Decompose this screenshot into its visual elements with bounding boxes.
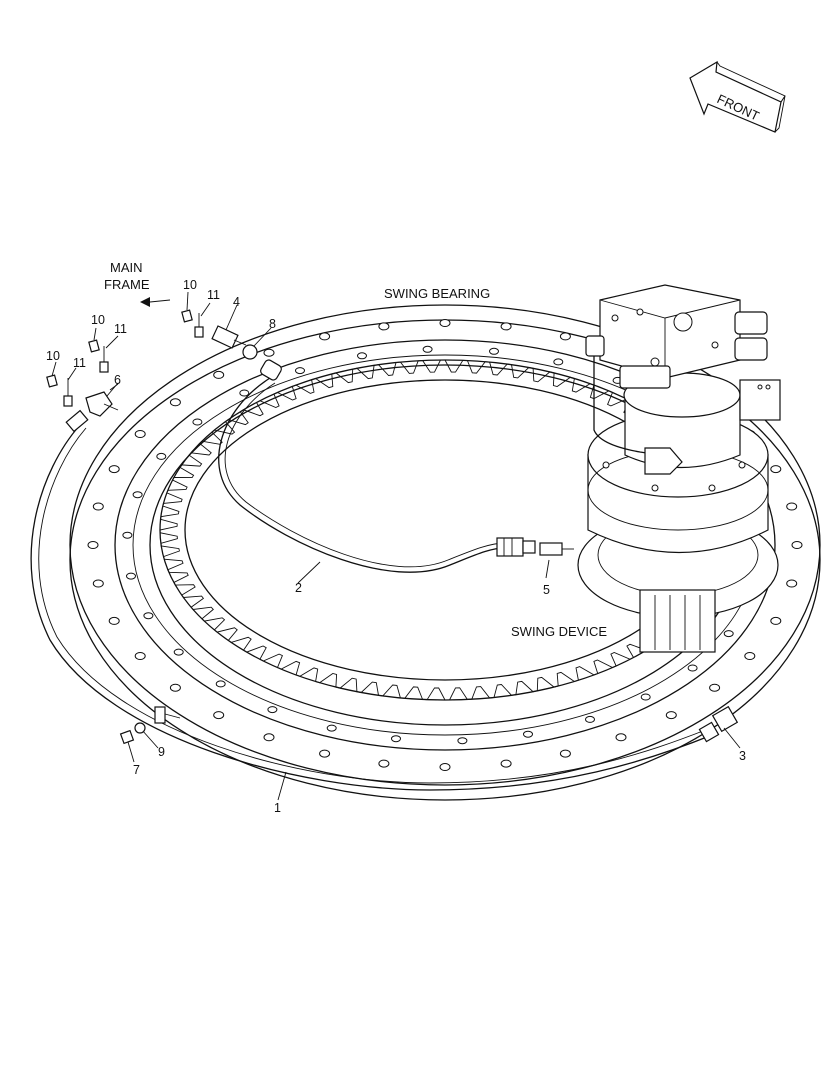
bolt-hole <box>665 711 677 720</box>
bolt-hole <box>263 733 275 742</box>
bolt-hole <box>87 541 99 549</box>
bolt-hole <box>143 612 154 620</box>
callout-3: 3 <box>739 749 746 763</box>
callout-9: 9 <box>158 745 165 759</box>
callout-10-a: 10 <box>46 349 60 363</box>
callout-4: 4 <box>233 295 240 309</box>
bolt-hole <box>500 759 512 768</box>
bolt-hole <box>122 531 133 539</box>
bolt-hole <box>295 367 305 375</box>
grease-nipple-group-left <box>46 339 109 407</box>
bolt-hole <box>134 430 146 438</box>
bolt-hole <box>213 370 225 379</box>
bolt-hole <box>108 465 120 474</box>
swing-bearing-label: SWING BEARING <box>384 286 490 301</box>
bolt-hole <box>439 319 451 327</box>
bolt-hole <box>786 579 798 588</box>
swing-device <box>577 284 781 653</box>
bolt-hole <box>615 733 627 742</box>
bolt-hole <box>92 502 104 511</box>
bolt-hole <box>169 398 181 407</box>
bolt-hole <box>267 706 278 714</box>
adapter-5 <box>539 542 574 579</box>
bolt-hole <box>326 724 337 732</box>
bolt-hole <box>173 648 184 656</box>
bolt-hole <box>213 711 225 720</box>
bolt-hole <box>319 332 331 341</box>
bolt-hole <box>770 616 782 625</box>
bolt-hole <box>263 348 275 357</box>
bolt-hole <box>215 680 226 688</box>
swing-device-label: SWING DEVICE <box>511 624 607 639</box>
callout-11-c: 11 <box>207 288 220 302</box>
main-frame-label-line1: MAIN <box>110 260 143 275</box>
elbow-8 <box>242 344 282 381</box>
bolt-hole <box>134 652 146 660</box>
fitting-4 <box>211 325 247 349</box>
bolt-hole <box>132 491 143 499</box>
bolt-hole <box>156 452 167 460</box>
main-frame-label-line2: FRAME <box>104 277 150 292</box>
bolt-hole <box>92 579 104 588</box>
callout-5: 5 <box>543 583 550 597</box>
bolt-hole <box>791 541 803 549</box>
front-arrow-icon: FRONT <box>689 60 786 133</box>
bolt-hole <box>357 352 367 360</box>
bolt-hole <box>319 749 331 758</box>
bolt-hole <box>585 715 595 723</box>
bolt-hole <box>523 730 533 738</box>
leader-lines <box>51 291 741 801</box>
bolt-hole <box>378 759 390 768</box>
bolt-hole <box>489 347 499 355</box>
grease-nipple-group-top <box>181 309 204 338</box>
bolt-hole <box>391 735 401 743</box>
bolt-hole <box>439 763 451 771</box>
bolt-hole <box>378 322 390 331</box>
callout-11-b: 11 <box>114 322 127 336</box>
bolt-hole <box>687 664 698 672</box>
bolt-hole <box>744 652 756 660</box>
bolt-hole <box>457 737 468 745</box>
bolt-hole <box>126 572 136 580</box>
callout-10-c: 10 <box>183 278 197 292</box>
bolt-hole <box>422 345 433 353</box>
bolt-hole <box>108 616 120 625</box>
bolt-hole <box>786 502 798 511</box>
callout-1: 1 <box>274 801 281 815</box>
bolt-hole <box>559 749 571 758</box>
bolt-hole <box>239 389 250 397</box>
bolt-hole <box>770 465 782 474</box>
callout-6: 6 <box>114 373 121 387</box>
hose-1 <box>30 409 739 791</box>
bolt-hole <box>709 683 721 692</box>
callout-11-a: 11 <box>73 356 86 370</box>
bolt-hole <box>723 630 734 638</box>
tee-fitting-6 <box>85 383 119 417</box>
bolt-hole <box>500 322 512 331</box>
hose-2 <box>218 377 536 573</box>
bolt-7-washer-9 <box>119 722 146 745</box>
callout-8: 8 <box>269 317 276 331</box>
bolt-hole <box>192 418 203 426</box>
callout-7: 7 <box>133 763 140 777</box>
bolt-hole <box>553 358 564 366</box>
callout-2: 2 <box>295 581 302 595</box>
bolt-hole <box>640 693 651 701</box>
bolt-hole <box>169 683 181 692</box>
bolt-hole <box>559 332 571 341</box>
callout-10-b: 10 <box>91 313 105 327</box>
